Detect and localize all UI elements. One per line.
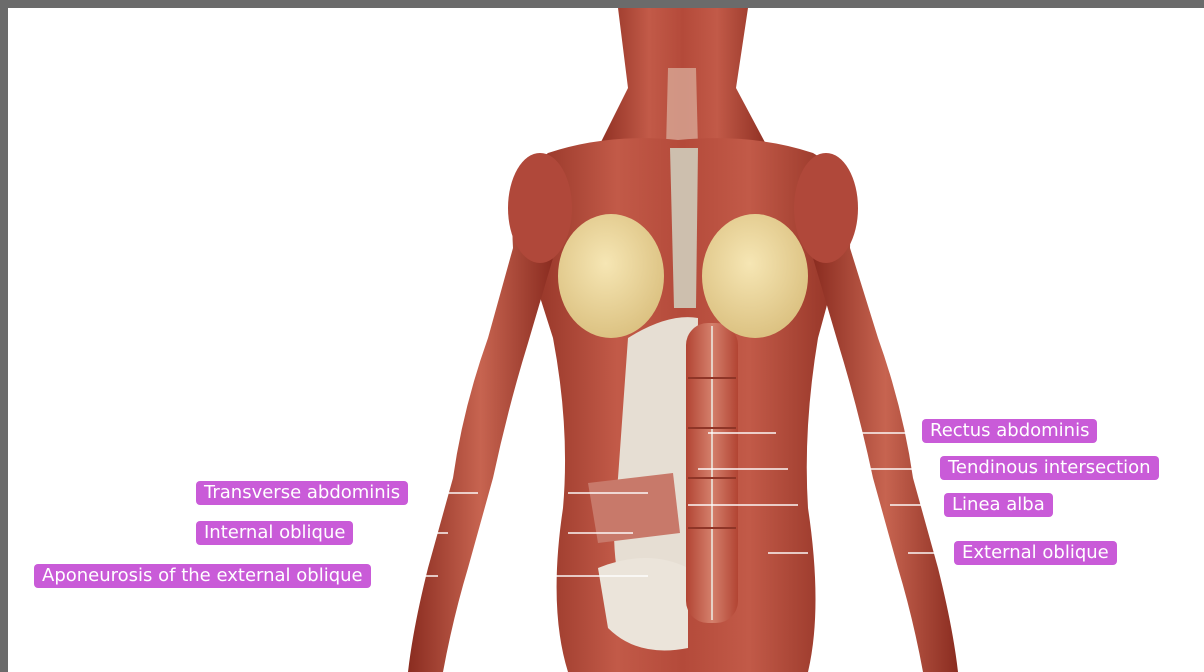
label-aponeurosis-external-oblique: Aponeurosis of the external oblique bbox=[34, 564, 371, 588]
label-tendinous-intersection: Tendinous intersection bbox=[940, 456, 1159, 480]
trachea bbox=[666, 68, 698, 148]
label-rectus-abdominis: Rectus abdominis bbox=[922, 419, 1097, 443]
sternum bbox=[670, 148, 698, 308]
right-deltoid bbox=[794, 153, 858, 263]
diagram-frame: Rectus abdominis Tendinous intersection … bbox=[8, 8, 1204, 672]
label-transverse-abdominis: Transverse abdominis bbox=[196, 481, 408, 505]
label-internal-oblique: Internal oblique bbox=[196, 521, 353, 545]
right-breast bbox=[702, 214, 808, 338]
left-deltoid bbox=[508, 153, 572, 263]
label-external-oblique: External oblique bbox=[954, 541, 1117, 565]
label-linea-alba: Linea alba bbox=[944, 493, 1053, 517]
left-breast bbox=[558, 214, 664, 338]
